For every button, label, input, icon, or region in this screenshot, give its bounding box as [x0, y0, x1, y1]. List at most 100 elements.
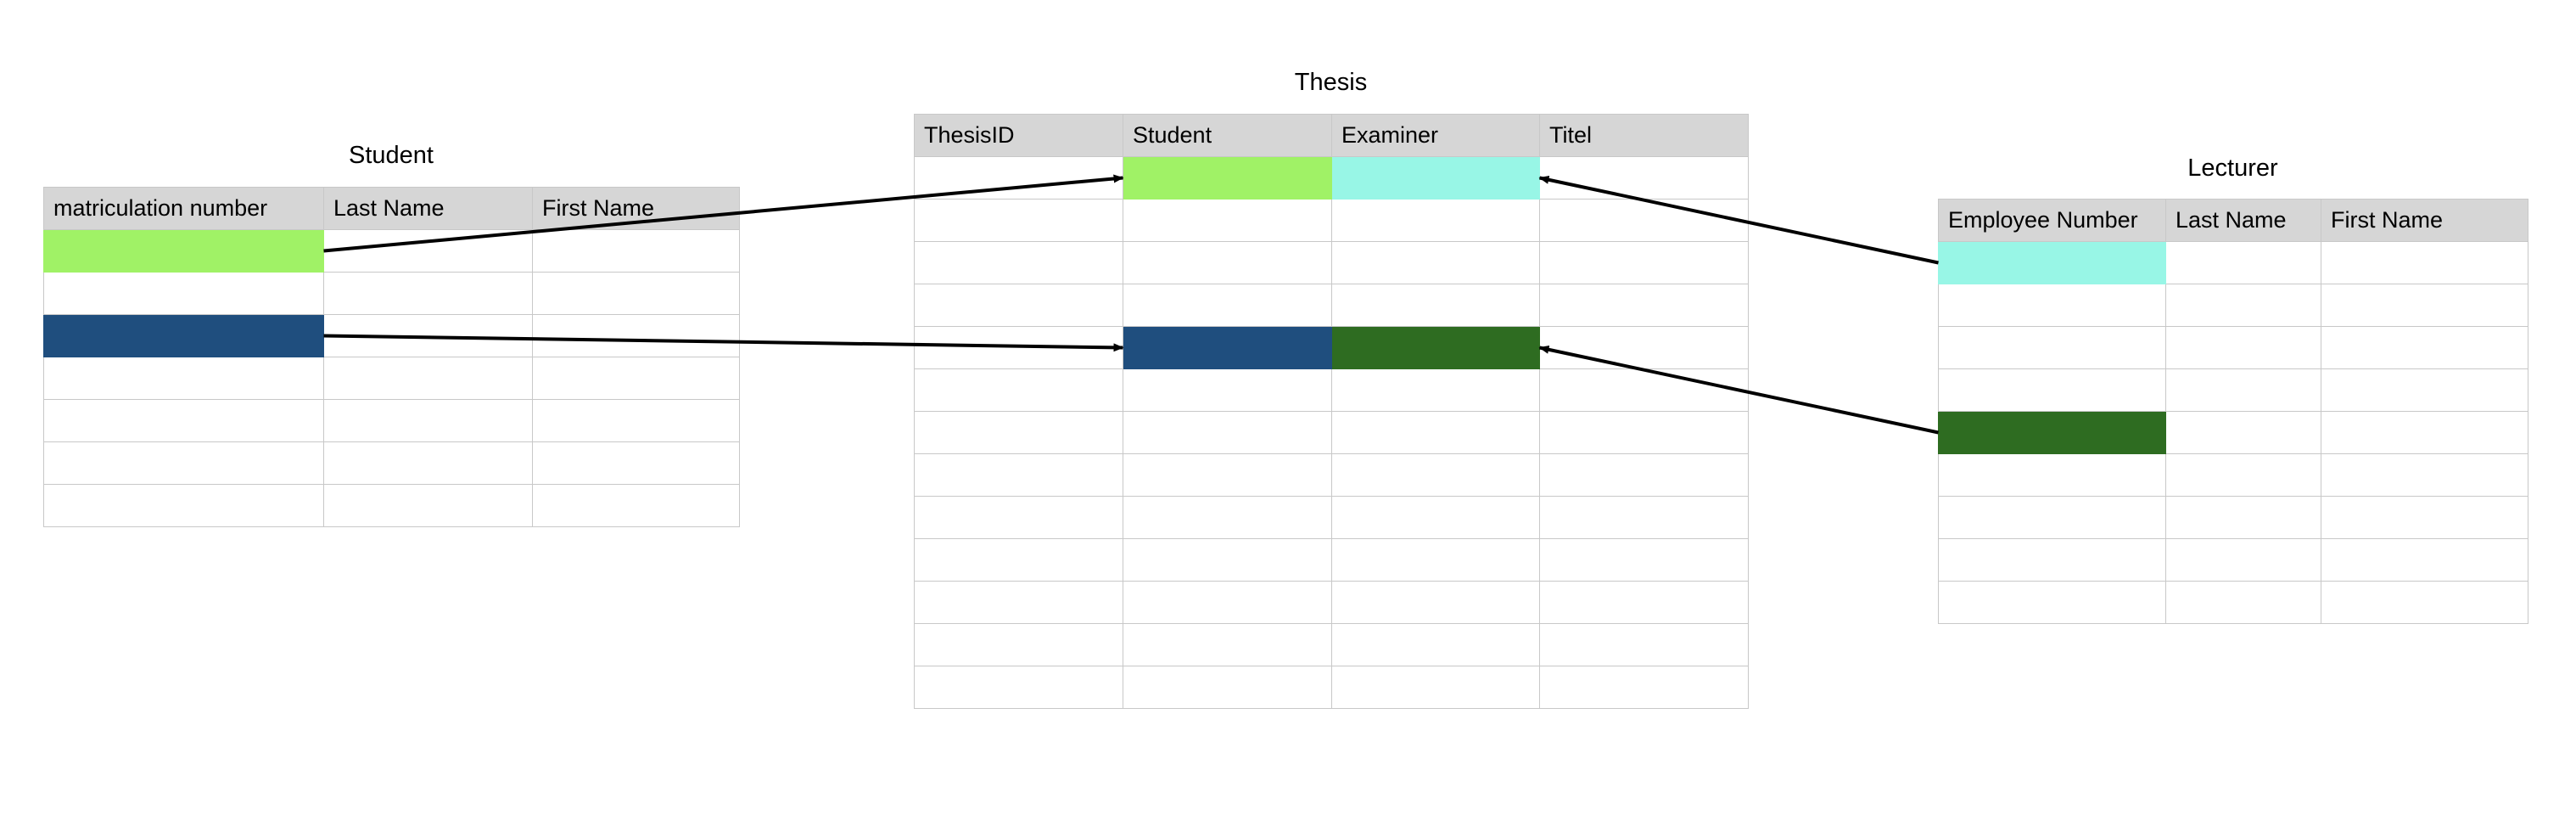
student-table-row: [43, 272, 740, 315]
lecturer-cell: [2321, 284, 2528, 327]
thesis-table-row: [914, 368, 1749, 412]
lecturer-cell: [1938, 538, 2166, 582]
lecturer-cell: [2165, 453, 2321, 497]
lecturer-cell: [1938, 581, 2166, 624]
lecturer-cell: [2165, 326, 2321, 369]
student-cell: [323, 484, 533, 527]
lecturer-cell: [2321, 453, 2528, 497]
lecturer-cell: [2321, 538, 2528, 582]
thesis-cell: [1331, 581, 1540, 624]
thesis-cell: [1331, 368, 1540, 412]
thesis-cell: [914, 538, 1123, 582]
thesis-cell: [914, 496, 1123, 539]
thesis-cell: [1539, 156, 1749, 200]
thesis-table-row: [914, 411, 1749, 454]
thesis-table-title: Thesis: [1294, 69, 1368, 96]
lecturer-cell: [2165, 241, 2321, 284]
thesis-cell: [1539, 453, 1749, 497]
student-cell: [43, 484, 324, 527]
thesis-table-row: [914, 326, 1749, 369]
student-table-row: [43, 357, 740, 400]
thesis-cell: [1331, 199, 1540, 242]
thesis-cell: [1539, 199, 1749, 242]
lecturer-cell: [2165, 368, 2321, 412]
lecturer-cell: [2321, 368, 2528, 412]
student-table-row: [43, 229, 740, 273]
thesis-cell: [1539, 581, 1749, 624]
thesis-cell: [1123, 538, 1332, 582]
student-cell: [323, 229, 533, 273]
lecturer-highlighted-cell: [1938, 241, 2166, 284]
lecturer-cell: [2321, 326, 2528, 369]
thesis-cell: [1123, 666, 1332, 709]
lecturer-cell: [2321, 581, 2528, 624]
thesis-cell: [1331, 623, 1540, 666]
lecturer-table-row: [1938, 326, 2528, 369]
thesis-cell: [1539, 241, 1749, 284]
lecturer-table-row: [1938, 284, 2528, 327]
thesis-cell: [914, 453, 1123, 497]
student-table-title: Student: [349, 142, 434, 169]
lecturer-table-row: [1938, 538, 2528, 582]
thesis-cell: [1331, 284, 1540, 327]
student-cell: [532, 314, 740, 357]
student-cell: [43, 399, 324, 442]
thesis-table-row: [914, 199, 1749, 242]
thesis-header-row: ThesisID Student Examiner Titel: [914, 114, 1749, 157]
thesis-highlighted-cell: [1123, 326, 1332, 369]
thesis-cell: [914, 156, 1123, 200]
thesis-table: ThesisID Student Examiner Titel: [914, 114, 1749, 709]
student-table-row: [43, 399, 740, 442]
lecturer-table-row: [1938, 496, 2528, 539]
thesis-cell: [1123, 496, 1332, 539]
thesis-cell: [1123, 368, 1332, 412]
student-table-row: [43, 441, 740, 485]
lecturer-table-row: [1938, 368, 2528, 412]
thesis-cell: [914, 623, 1123, 666]
student-cell: [323, 272, 533, 315]
thesis-table-row: [914, 581, 1749, 624]
thesis-cell: [1539, 368, 1749, 412]
thesis-cell: [1331, 496, 1540, 539]
thesis-cell: [1539, 538, 1749, 582]
thesis-col-student: Student: [1123, 114, 1332, 157]
thesis-cell: [914, 241, 1123, 284]
lecturer-cell: [2321, 411, 2528, 454]
thesis-cell: [1331, 241, 1540, 284]
lecturer-table-row: [1938, 241, 2528, 284]
student-table-row: [43, 314, 740, 357]
thesis-highlighted-cell: [1331, 326, 1540, 369]
lecturer-header-row: Employee Number Last Name First Name: [1938, 199, 2528, 242]
student-cell: [323, 441, 533, 485]
thesis-cell: [1123, 411, 1332, 454]
lecturer-highlighted-cell: [1938, 411, 2166, 454]
lecturer-table-row: [1938, 453, 2528, 497]
student-header-row: matriculation number Last Name First Nam…: [43, 187, 740, 230]
thesis-highlighted-cell: [1123, 156, 1332, 200]
lecturer-cell: [1938, 496, 2166, 539]
thesis-cell: [1331, 538, 1540, 582]
student-highlighted-cell: [43, 229, 324, 273]
student-cell: [532, 441, 740, 485]
thesis-cell: [1123, 241, 1332, 284]
student-cell: [43, 441, 324, 485]
lecturer-col-employee-number: Employee Number: [1938, 199, 2166, 242]
lecturer-table: Employee Number Last Name First Name: [1938, 199, 2528, 624]
lecturer-cell: [2165, 411, 2321, 454]
thesis-cell: [1539, 623, 1749, 666]
thesis-table-row: [914, 623, 1749, 666]
lecturer-cell: [2165, 581, 2321, 624]
student-col-matriculation-number: matriculation number: [43, 187, 324, 230]
lecturer-cell: [2321, 496, 2528, 539]
thesis-table-row: [914, 496, 1749, 539]
thesis-table-row: [914, 284, 1749, 327]
lecturer-cell: [1938, 368, 2166, 412]
student-cell: [532, 399, 740, 442]
student-cell: [43, 357, 324, 400]
student-highlighted-cell: [43, 314, 324, 357]
thesis-cell: [1123, 199, 1332, 242]
thesis-cell: [914, 581, 1123, 624]
thesis-cell: [914, 666, 1123, 709]
lecturer-cell: [2165, 284, 2321, 327]
thesis-cell: [1331, 411, 1540, 454]
